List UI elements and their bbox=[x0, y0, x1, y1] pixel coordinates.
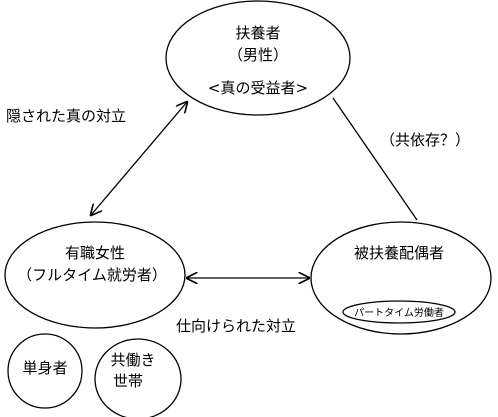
fulltime-worker-label: （フルタイム就労者） bbox=[17, 266, 167, 284]
true-beneficiary-label: <真の受益者> bbox=[208, 79, 308, 97]
single-label: 単身者 bbox=[22, 359, 67, 377]
true-conflict-arrow bbox=[91, 102, 187, 215]
dependent-spouse-label: 被扶養配偶者 bbox=[354, 244, 444, 262]
supporter-gender-label: （男性） bbox=[228, 46, 288, 64]
induced-conflict-label: 仕向けられた対立 bbox=[176, 317, 296, 335]
supporter-label: 扶養者 bbox=[235, 24, 280, 42]
working-women-label: 有職女性 bbox=[65, 244, 125, 262]
dual-income-node bbox=[94, 338, 182, 417]
single-node bbox=[7, 333, 83, 409]
codependency-label: （共依存？） bbox=[380, 131, 470, 149]
household-label: 世帯 bbox=[113, 372, 143, 390]
supporter-node bbox=[165, 0, 351, 116]
true-conflict-label: 隠された真の対立 bbox=[6, 107, 126, 125]
parttime-worker-node bbox=[342, 300, 456, 324]
parttime-worker-label: パートタイム労働者 bbox=[354, 306, 444, 319]
working-women-node bbox=[4, 221, 186, 329]
codependency-line bbox=[332, 97, 418, 221]
dual-income-label: 共働き bbox=[110, 351, 155, 369]
